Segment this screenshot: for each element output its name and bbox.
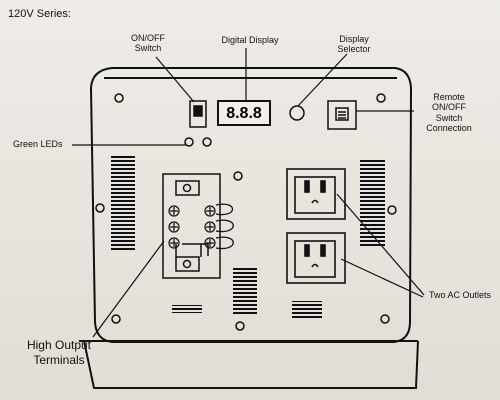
remote-switch-label-line-2: ON/OFF <box>432 102 466 113</box>
right-vent-grille <box>360 158 385 248</box>
high-output-terminals-label: High Output Terminals <box>19 338 99 368</box>
high-output-terminals-leader <box>92 240 165 338</box>
display-selector-leader <box>297 53 348 107</box>
remote-switch-label-line-1: Remote <box>433 92 465 102</box>
remote-switch-label-line-3: Switch <box>435 112 463 123</box>
upper-ac-outlet <box>286 168 346 220</box>
on-off-switch-leader <box>155 56 195 103</box>
remote-switch-port <box>327 100 357 130</box>
remote-switch-connection-label: Remote ON/OFF Switch Connection <box>414 92 484 133</box>
lower-ac-outlet <box>286 232 346 284</box>
on-off-switch-label-line-2: Switch <box>134 43 162 54</box>
display-selector-label: Display Selector <box>324 34 384 55</box>
display-selector-label-line-2: Selector <box>337 44 371 55</box>
digital-display-label: Digital Display <box>221 35 279 45</box>
display-selector-button <box>289 105 305 121</box>
left-vent-grille <box>111 156 135 250</box>
mounting-holes <box>95 93 397 331</box>
callout-lines <box>72 48 425 338</box>
high-output-terminals-label-line-2: Terminals <box>33 353 85 367</box>
on-off-switch <box>189 100 207 128</box>
center-vent-slots-2 <box>233 268 257 316</box>
digital-display: 8.8.8 <box>217 100 271 126</box>
green-led-indicators <box>184 137 212 147</box>
center-vent-grille <box>172 268 322 318</box>
center-vent-slots-1 <box>172 305 202 313</box>
inverter-outline <box>79 67 419 389</box>
digital-display-value: 8.8.8 <box>226 105 262 122</box>
high-output-terminal-block <box>162 173 221 279</box>
series-label: 120V Series: <box>8 8 71 20</box>
on-off-switch-label: ON/OFF Switch <box>118 33 178 54</box>
terminal-wire-loops <box>215 203 234 250</box>
high-output-terminal-screws <box>168 205 216 249</box>
upper-ac-outlet-leader <box>336 193 425 296</box>
left-vent-slots <box>111 156 135 250</box>
right-vent-slots <box>360 158 385 248</box>
display-selector-label-line-1: Display <box>339 34 369 44</box>
on-off-switch-label-line-1: ON/OFF <box>131 33 165 43</box>
green-leds-label: Green LEDs <box>13 139 63 149</box>
lower-ac-outlet-leader <box>340 258 424 298</box>
two-ac-outlets-label: Two AC Outlets <box>428 290 492 300</box>
high-output-terminals-label-line-1: High Output <box>26 338 92 352</box>
remote-switch-label-line-4: Connection <box>426 123 472 134</box>
center-vent-slots-3 <box>292 301 322 318</box>
